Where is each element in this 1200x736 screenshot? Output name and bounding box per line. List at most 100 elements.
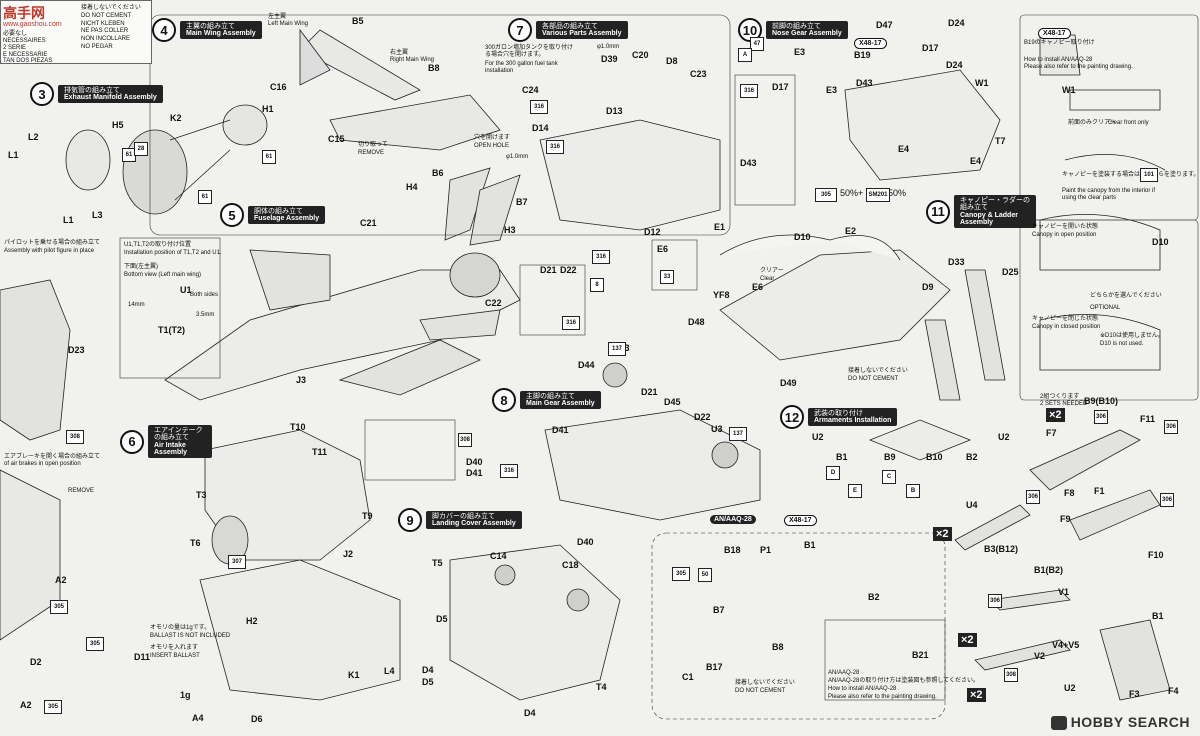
step-title-jp: 武装の取り付け bbox=[814, 409, 863, 417]
note-canopy-closed-jp: キャノピーを閉じた状態 bbox=[1032, 316, 1099, 322]
part-E4: E4 bbox=[898, 144, 910, 154]
note-two-sets-jp: 2組つくります bbox=[1040, 394, 1080, 400]
note-airbrake-jp: エアブレーキを開く場合の組み立て bbox=[4, 454, 101, 460]
step-title-en: Various Parts Assembly bbox=[542, 30, 622, 37]
paint-B: B bbox=[906, 484, 920, 498]
paint-308b: 308 bbox=[66, 430, 84, 444]
paint-306: 306 bbox=[1094, 410, 1108, 424]
step-number: 12 bbox=[780, 405, 804, 429]
paint-137b: 137 bbox=[729, 427, 747, 441]
part-F7: F7 bbox=[1046, 428, 1057, 438]
part-B8b: B8 bbox=[772, 642, 784, 652]
exhaust-nozzle-shape bbox=[122, 129, 188, 215]
paint-47: 47 bbox=[750, 37, 764, 51]
paint-306b: 306 bbox=[1164, 420, 1178, 434]
note-dim-14: 14mm bbox=[128, 302, 145, 308]
part-T10: T10 bbox=[290, 422, 306, 432]
paint-305b: 305 bbox=[86, 637, 104, 651]
paint-305c: 305 bbox=[44, 700, 62, 714]
step-title-en: Canopy & Ladder Assembly bbox=[960, 211, 1018, 227]
part-U2b: U2 bbox=[998, 432, 1010, 442]
paint-305: 305 bbox=[50, 600, 68, 614]
warning-box: 高手网 www.gaoshou.com 必要なし NECESSAIRES 2 S… bbox=[0, 0, 152, 64]
part-C1: C1 bbox=[682, 672, 694, 682]
note-canopy-paint-en1: Paint the canopy from the interior if bbox=[1062, 188, 1156, 194]
step-title-en: Main Wing Assembly bbox=[186, 30, 256, 37]
part-D8: D8 bbox=[666, 56, 678, 66]
note-tank-en2: installation bbox=[485, 68, 514, 74]
paint-D: D bbox=[826, 466, 840, 480]
paint-316-f: 316 bbox=[740, 84, 758, 98]
part-U4: U4 bbox=[966, 500, 978, 510]
note-left-wing: Left Main Wing bbox=[268, 21, 309, 27]
note-pilot-en: Assembly with pilot figure in place bbox=[4, 248, 95, 254]
part-B5: B5 bbox=[352, 16, 364, 26]
note-optional: OPTIONAL bbox=[1090, 305, 1121, 311]
note-aaq28: AN/AAQ-28 bbox=[828, 670, 860, 676]
paint-A: A bbox=[738, 48, 752, 62]
warning-left-3: 2 SERIE bbox=[3, 45, 27, 51]
part-D17b: D17 bbox=[772, 82, 789, 92]
paint-E: E bbox=[848, 484, 862, 498]
warning-line: NO PEGAR bbox=[81, 43, 113, 50]
part-H3: H3 bbox=[504, 225, 516, 235]
note-ballast-insert-jp: オモリを入れます bbox=[150, 645, 199, 651]
part-V4V5: V4+V5 bbox=[1052, 640, 1080, 650]
part-D39: D39 bbox=[601, 54, 618, 64]
part-D12: D12 bbox=[644, 227, 661, 237]
note-b19-en1: How to install AN/AAQ-28 bbox=[1024, 57, 1093, 63]
part-C15: C15 bbox=[328, 134, 345, 144]
paint-137: 137 bbox=[608, 342, 626, 356]
note-canopy-closed: Canopy in closed position bbox=[1032, 324, 1101, 330]
part-U3b: U3 bbox=[711, 424, 723, 434]
part-D40: D40 bbox=[466, 457, 483, 467]
part-B21: B21 bbox=[912, 650, 929, 660]
paint-316-b: 316 bbox=[546, 140, 564, 154]
part-E2: E2 bbox=[845, 226, 857, 236]
part-F9: F9 bbox=[1060, 514, 1071, 524]
part-T4: T4 bbox=[596, 682, 607, 692]
part-B1c: B1 bbox=[1152, 611, 1164, 621]
part-D25: D25 bbox=[1002, 267, 1019, 277]
part-B17: B17 bbox=[706, 662, 723, 672]
part-D6: D6 bbox=[251, 714, 263, 724]
part-C20: C20 bbox=[632, 50, 649, 60]
step-number: 6 bbox=[120, 429, 144, 454]
part-C21: C21 bbox=[360, 218, 377, 228]
part-D22b: D22 bbox=[694, 412, 711, 422]
part-D10b: D10 bbox=[1152, 237, 1169, 247]
part-D17: D17 bbox=[922, 43, 939, 53]
part-E1: E1 bbox=[714, 222, 726, 232]
note-d10-not-used: D10 is not used. bbox=[1100, 341, 1144, 347]
part-U2: U2 bbox=[812, 432, 824, 442]
paint-316-a: 316 bbox=[530, 100, 548, 114]
note-paint-mix: 50%+ bbox=[840, 188, 864, 198]
part-D43b: D43 bbox=[740, 158, 757, 168]
paint-C: C bbox=[882, 470, 896, 484]
part-H1: H1 bbox=[262, 104, 274, 114]
part-E6: E6 bbox=[657, 244, 669, 254]
part-B19: B19 bbox=[854, 50, 871, 60]
step-number: 9 bbox=[398, 508, 422, 532]
part-H4: H4 bbox=[406, 182, 418, 192]
step-title-jp: 主脚の組み立て bbox=[526, 392, 575, 400]
note-ballast-not: BALLAST IS NOT INCLUDED bbox=[150, 633, 231, 639]
step-title-en: Armaments Installation bbox=[814, 417, 892, 424]
note-not-cement-jp-2: 接着しないでください bbox=[735, 680, 795, 686]
part-W1: W1 bbox=[975, 78, 989, 88]
step-title-jp: 各部品の組み立て bbox=[542, 22, 598, 30]
step-number: 7 bbox=[508, 18, 532, 42]
site-logo: 高手网 bbox=[3, 5, 45, 21]
part-H5: H5 bbox=[112, 120, 124, 130]
paint-308: 308 bbox=[458, 433, 472, 447]
part-B1b: B1 bbox=[836, 452, 848, 462]
